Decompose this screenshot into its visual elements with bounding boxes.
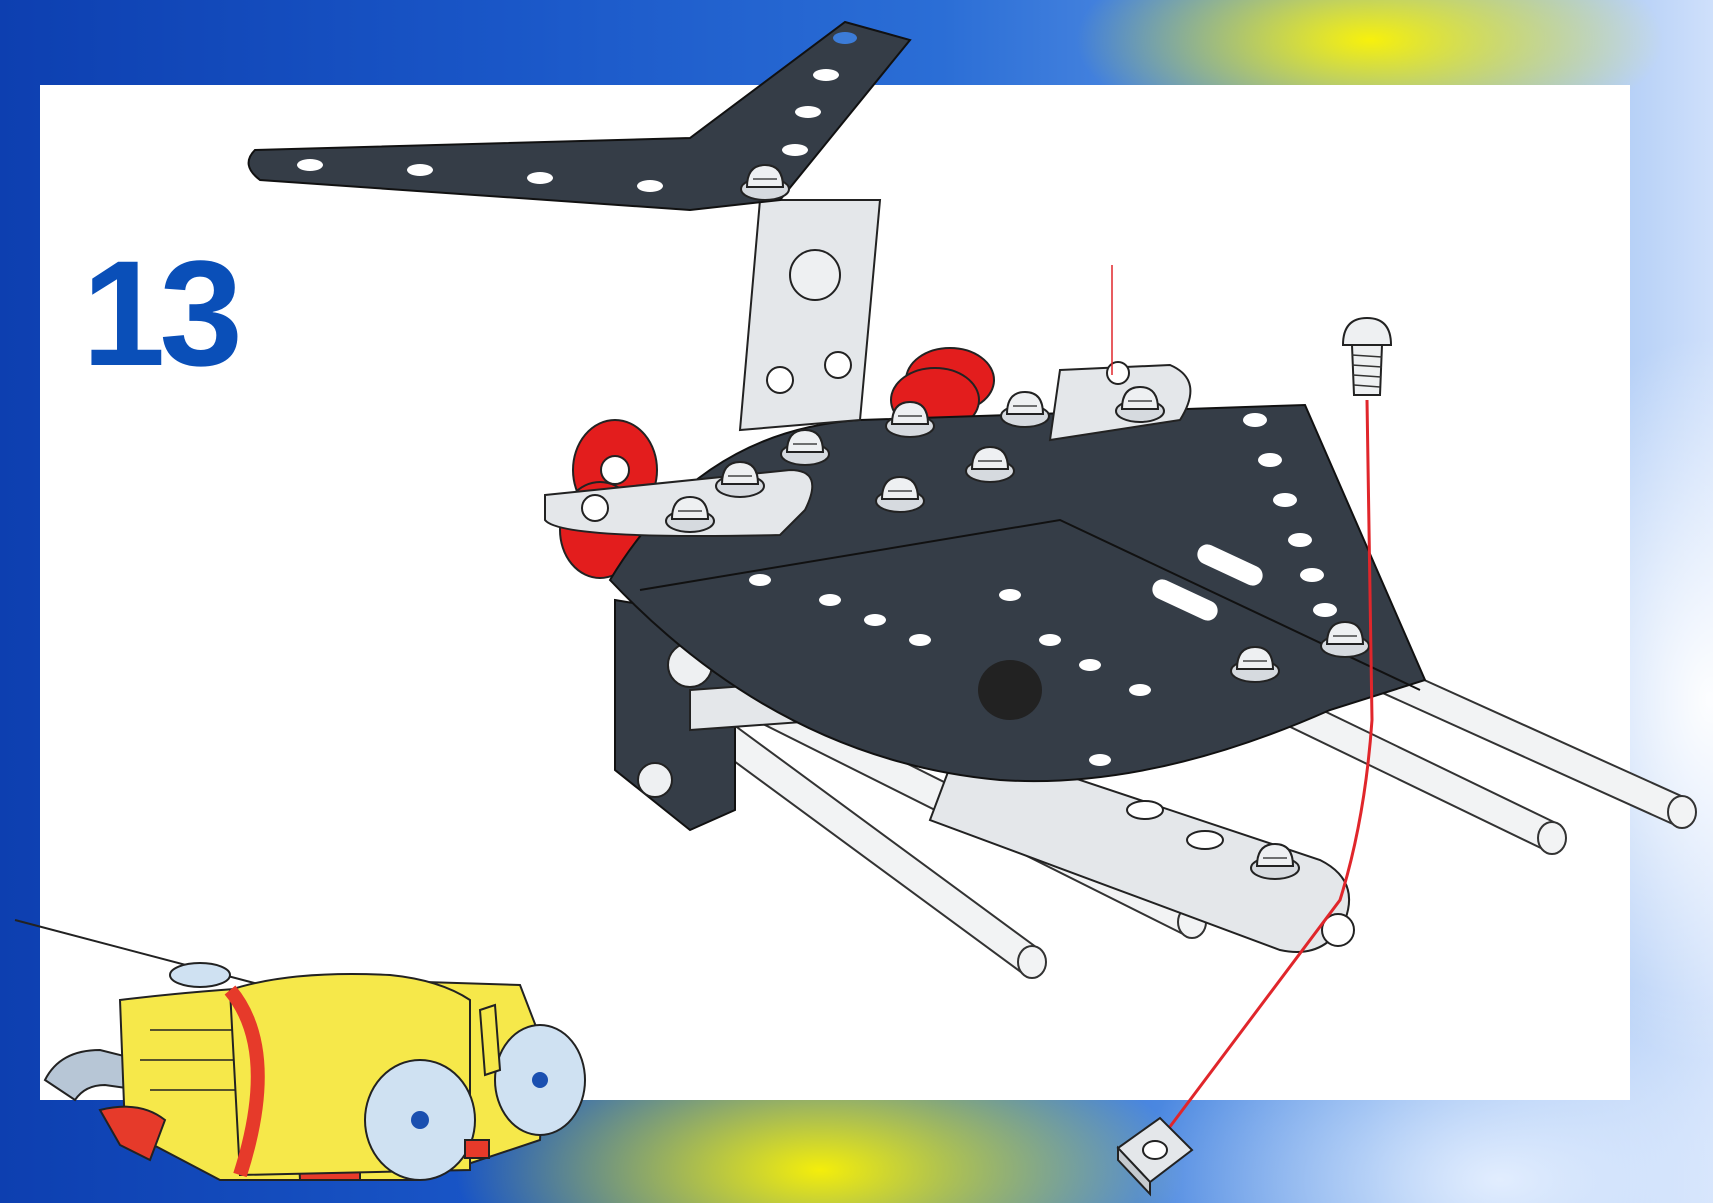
v-plate (247, 20, 912, 212)
guide-line (1158, 399, 1374, 1141)
base-plate (608, 403, 1427, 783)
robot-illustration (14, 919, 586, 1181)
lower-strip (928, 738, 1355, 953)
loose-screw (1341, 316, 1393, 396)
step-number: 13 (82, 229, 243, 397)
square-nut (1116, 1116, 1194, 1197)
